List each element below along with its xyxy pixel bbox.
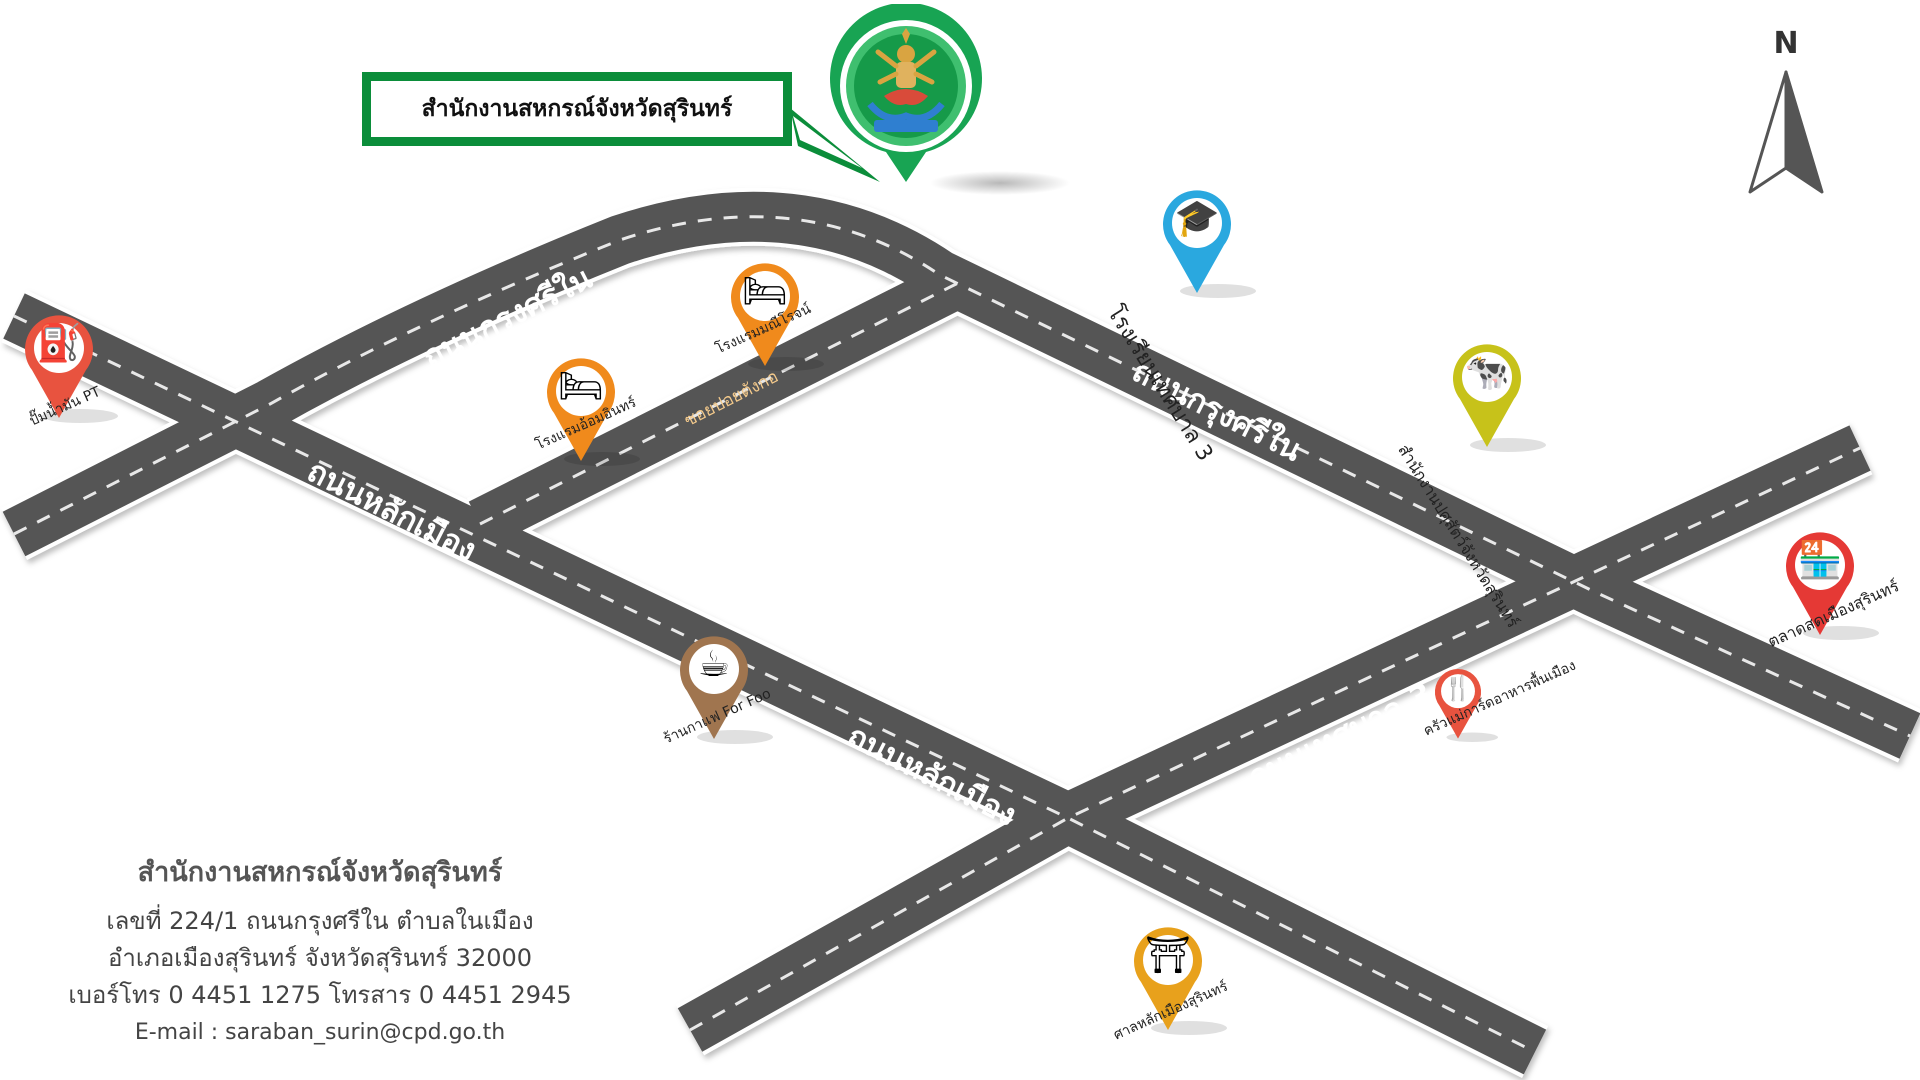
page-title: สำนักงานสหกรณ์จังหวัดสุรินทร์ [421, 96, 733, 122]
map-pin-7[interactable]: 🍴 [1430, 664, 1499, 743]
contact-email[interactable]: E-mail : saraban_surin@cpd.go.th [134, 1020, 506, 1045]
north-arrow-icon [1748, 70, 1824, 194]
map-pin-0[interactable]: ⛽ [18, 308, 118, 423]
map-pin-6[interactable]: ☕ [673, 629, 773, 744]
map-pin-8[interactable]: ⛩ [1127, 920, 1227, 1035]
shrine-icon: ⛩ [1145, 935, 1191, 976]
map-pin-4[interactable]: 🐄 [1446, 337, 1546, 452]
contact-phone: เบอร์โทร 0 4451 1275 โทรสาร 0 4451 2945 [68, 981, 572, 1009]
contact-address-1: เลขที่ 224/1 ถนนกรุงศรีใน ตำบลในเมือง [106, 907, 534, 935]
bed-icon: 🛏 [742, 271, 788, 312]
market-stall-icon: 🏪 [1797, 540, 1843, 581]
contact-info: สำนักงานสหกรณ์จังหวัดสุรินทร์ เลขที่ 224… [40, 850, 600, 1052]
contact-org: สำนักงานสหกรณ์จังหวัดสุรินทร์ [137, 857, 503, 888]
map-pin-5[interactable]: 🏪 [1779, 525, 1879, 640]
bed-icon: 🛏 [558, 366, 604, 407]
contact-address-2: อำเภอเมืองสุรินทร์ จังหวัดสุรินทร์ 32000 [107, 944, 533, 972]
title-banner: สำนักงานสหกรณ์จังหวัดสุรินทร์ [362, 72, 792, 146]
map-pin-2[interactable]: 🛏 [540, 351, 640, 466]
coffee-cup-icon: ☕ [697, 644, 731, 685]
cooperative-logo [826, 2, 986, 184]
north-compass: N [1736, 26, 1836, 202]
graduation-cap-icon: 🎓 [1174, 198, 1220, 239]
map-pin-1[interactable]: 🛏 [724, 256, 824, 371]
north-label: N [1773, 26, 1799, 61]
map-pin-3[interactable]: 🎓 [1156, 183, 1256, 298]
banner-pointer [790, 108, 880, 182]
fuel-pump-icon: ⛽ [36, 323, 82, 364]
cattle-icon: 🐄 [1464, 352, 1510, 393]
fork-knife-icon: 🍴 [1443, 674, 1473, 702]
